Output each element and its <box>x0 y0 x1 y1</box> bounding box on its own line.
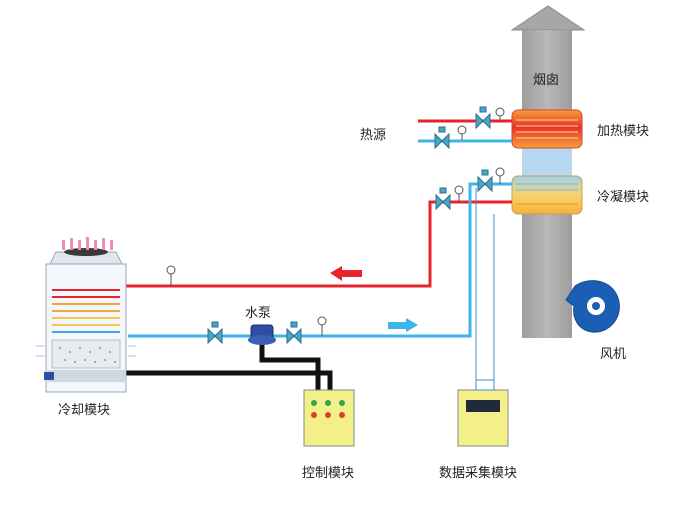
pressure-gauges <box>166 107 505 336</box>
pressure-gauge-icon <box>317 316 327 336</box>
signal-wires <box>475 188 495 380</box>
heating-module-label: 加热模块 <box>597 124 650 139</box>
pump-label: 水泵 <box>245 306 272 321</box>
cooling-module-label: 冷却模块 <box>58 403 111 418</box>
pressure-gauge-icon <box>166 265 176 286</box>
condensing-module-label: 冷凝模块 <box>597 190 650 205</box>
valves <box>207 106 493 345</box>
valve-icon <box>477 169 493 193</box>
pressure-gauge-icon <box>454 185 464 202</box>
chimney-label: 烟囱 <box>533 73 560 88</box>
valve-icon <box>434 126 450 150</box>
control-cables <box>126 342 333 390</box>
valve-icon <box>475 106 491 130</box>
data-acquisition-module-label: 数据采集模块 <box>439 466 518 481</box>
water-pump-icon <box>248 324 276 345</box>
data-acquisition-cabinet <box>457 379 509 447</box>
pressure-gauge-icon <box>457 125 467 140</box>
fan-label: 风机 <box>600 347 627 362</box>
pressure-gauge-icon <box>495 107 505 121</box>
blue-arrow-right-icon <box>388 318 418 332</box>
heating-module <box>511 109 583 149</box>
fan-icon <box>565 280 620 333</box>
condensing-module <box>511 175 583 215</box>
valve-icon <box>435 187 451 211</box>
valve-icon <box>286 321 302 345</box>
control-module-label: 控制模块 <box>302 466 355 481</box>
chimney <box>510 5 586 338</box>
heat-source-label: 热源 <box>360 128 387 143</box>
control-cabinet <box>303 389 355 447</box>
cold-water-pipes <box>128 139 512 338</box>
cooling-tower <box>36 237 136 393</box>
red-arrow-left-icon <box>330 266 362 281</box>
pressure-gauge-icon <box>495 167 505 184</box>
valve-icon <box>207 321 223 345</box>
